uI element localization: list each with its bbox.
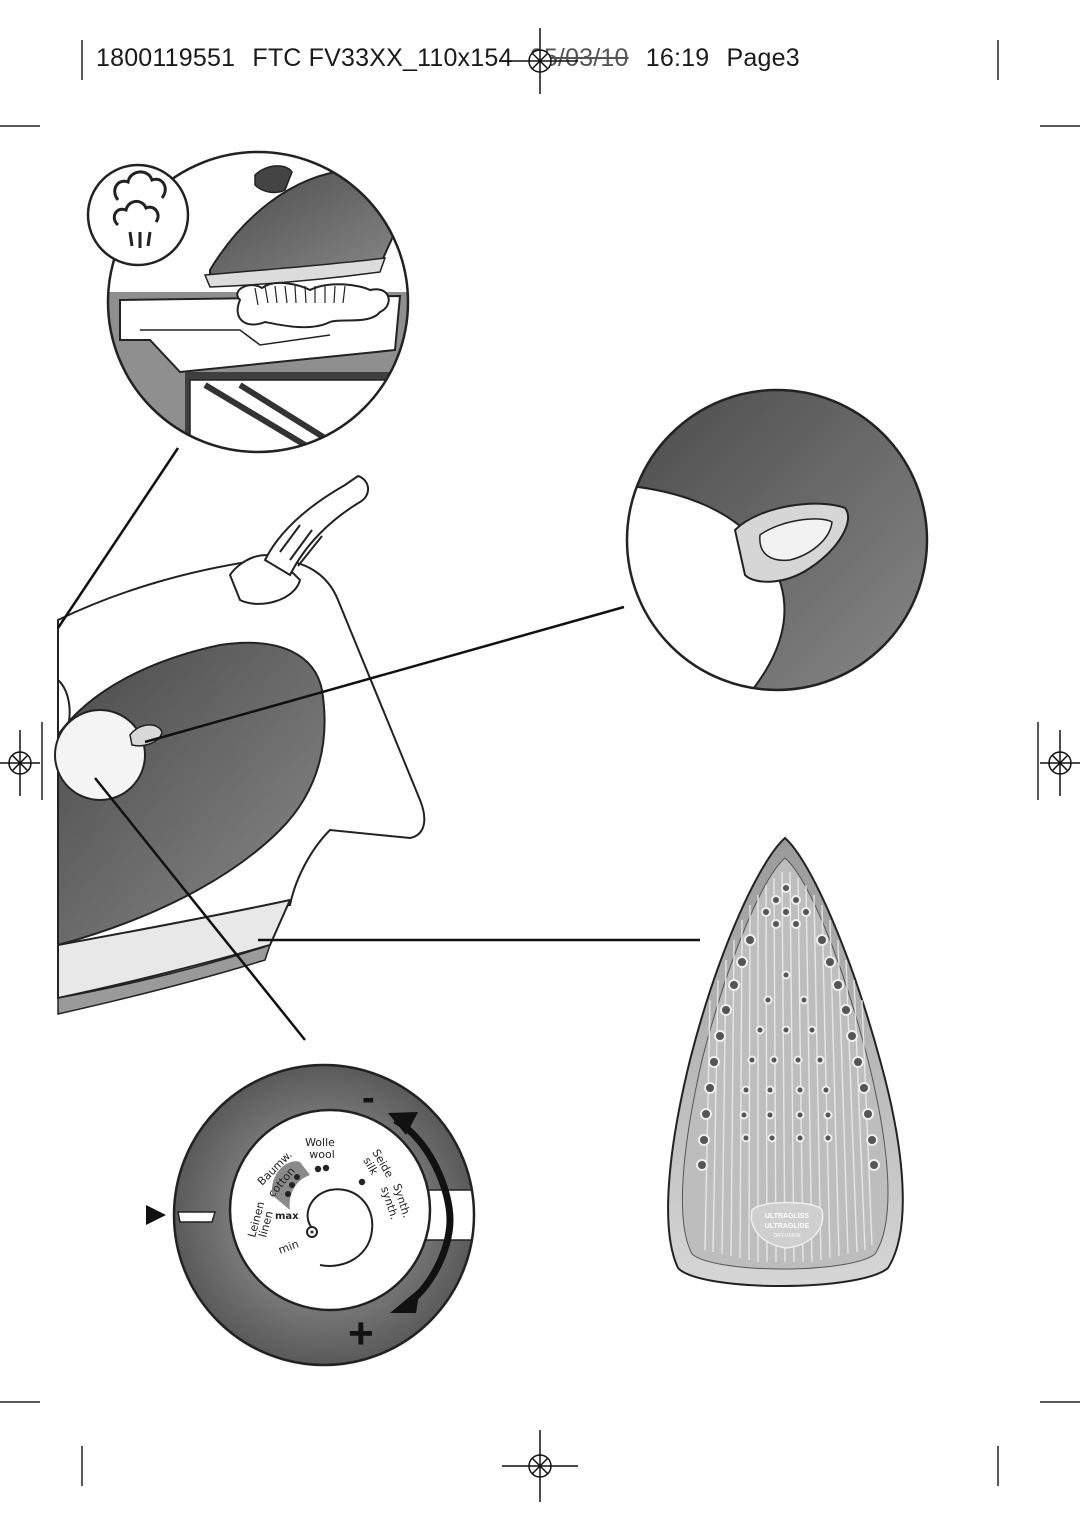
soleplate-brand-line2: ULTRAGLIDE [765, 1223, 810, 1230]
registration-mark-icon [0, 730, 40, 796]
steam-detail-circle [86, 150, 410, 454]
temperature-dial-circle: Wolle wool max min Leinen Baumw. linen c… [172, 1063, 476, 1367]
print-time: 16:19 [645, 44, 710, 72]
leader-lines [56, 447, 700, 1041]
rotation-arrow-icon [388, 1112, 454, 1313]
job-id: 1800119551 [96, 44, 236, 72]
soleplate-illustration: ULTRAGLISS ULTRAGLIDE DIFFUSION [667, 836, 904, 1287]
document-title: FTC FV33XX_110x154 [252, 44, 513, 72]
button-detail-circle [625, 388, 929, 692]
registration-mark-icon [1040, 730, 1080, 796]
dial-label-wolle: Wolle [305, 1136, 335, 1149]
registration-mark-icon [502, 28, 578, 94]
print-header: 1800119551 FTC FV33XX_110x154 05/03/10 1… [96, 44, 810, 73]
pointer-arrow-icon [146, 1205, 166, 1225]
steam-icon [86, 163, 190, 267]
dial-label-max: max [275, 1211, 299, 1222]
steam-holes [696, 883, 880, 1171]
soleplate-brand-line3: DIFFUSION [774, 1233, 801, 1239]
plus-sign: + [348, 1309, 374, 1358]
page-label: Page3 [726, 44, 800, 72]
iron-body [54, 474, 426, 1015]
dial-label-wool: wool [309, 1148, 335, 1161]
soleplate-brand-line1: ULTRAGLISS [765, 1213, 810, 1220]
minus-sign: - [362, 1077, 375, 1119]
crop-marks [0, 40, 1080, 1486]
registration-mark-icon [502, 1430, 578, 1502]
